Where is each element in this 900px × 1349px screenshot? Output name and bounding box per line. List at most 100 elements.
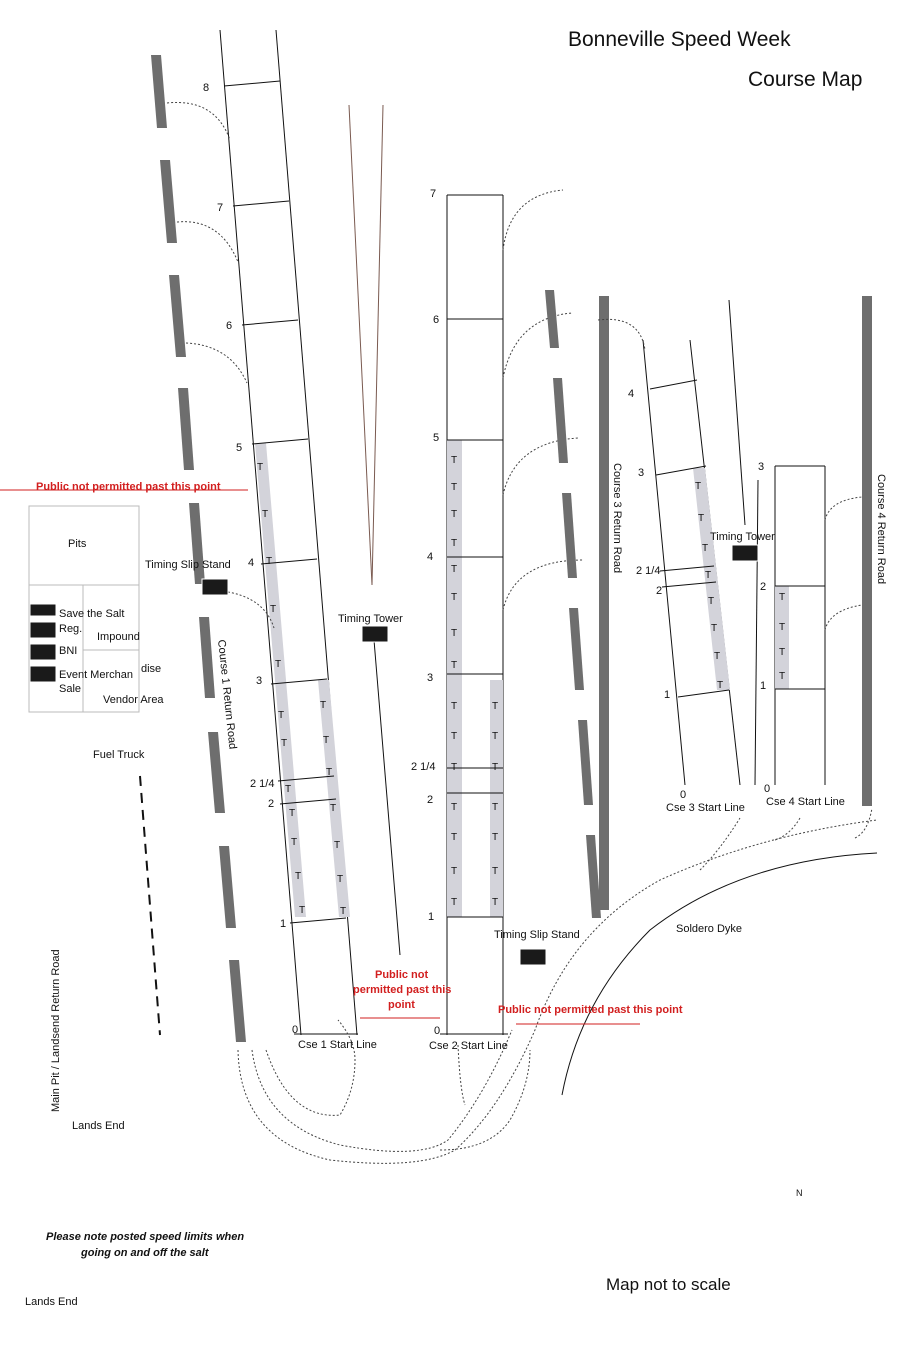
timing-light-label: T	[323, 735, 329, 746]
course1-mile-marker: 1	[280, 918, 286, 930]
timing-light-label: T	[451, 564, 457, 575]
course2-mile-marker: 5	[433, 432, 439, 444]
timing-light-label: T	[326, 767, 332, 778]
public-not-permitted-c: Public not permitted past this point	[498, 1004, 683, 1016]
timing-slip-stand-2-label: Timing Slip Stand	[494, 929, 580, 941]
course4-markers: 3 2 1 0	[758, 461, 770, 795]
course3-return-road	[545, 290, 609, 918]
timing-light-label: T	[295, 871, 301, 882]
timing-light-label: T	[702, 543, 708, 554]
impound-label: Impound	[97, 631, 140, 643]
timing-light-label: T	[334, 840, 340, 851]
course2-mile-marker: 2 1/4	[411, 761, 435, 773]
timing-slip-stand-1-label: Timing Slip Stand	[145, 559, 231, 571]
course4-timing-lane	[775, 586, 789, 689]
course1-mile-marker: 3	[256, 675, 262, 687]
timing-light-label: T	[451, 455, 457, 466]
course2-timing-lane-a	[447, 440, 462, 917]
timing-light-label: T	[451, 866, 457, 877]
timing-light-label: T	[492, 832, 498, 843]
timing-light-label: T	[275, 659, 281, 670]
course4-timing-lights: T T T T	[779, 592, 785, 682]
timing-light-label: T	[451, 701, 457, 712]
lands-end-label-bottom: Lands End	[25, 1296, 78, 1308]
timing-light-label: T	[698, 513, 704, 524]
timing-light-label: T	[779, 647, 785, 658]
timing-light-label: T	[320, 700, 326, 711]
course2	[440, 189, 584, 1035]
course1-mile-marker: 6	[226, 320, 232, 332]
course4-mile-marker: 0	[764, 783, 770, 795]
timing-light-label: T	[451, 802, 457, 813]
timing-light-label: T	[492, 866, 498, 877]
course2-mile-marker: 1	[428, 911, 434, 923]
course2-mile-marker: 0	[434, 1025, 440, 1037]
timing-tower-1-box	[361, 625, 389, 643]
timing-tower-1-label: Timing Tower	[338, 613, 403, 625]
course4-mile-marker: 3	[758, 461, 764, 473]
course1-mile-marker: 7	[217, 202, 223, 214]
course4	[754, 296, 872, 806]
course2-mile-marker: 4	[427, 551, 433, 563]
course3-mile-marker: 2	[656, 585, 662, 597]
course2-timing-lights: T T T T T T T T T T T T T T T T T T T T …	[451, 455, 498, 908]
public-not-permitted-b-1: Public not	[375, 969, 429, 981]
map-title: Bonneville Speed Week	[568, 28, 791, 51]
registration-box	[29, 621, 57, 639]
course4-return-road-label: Course 4 Return Road	[875, 474, 887, 584]
timing-light-label: T	[340, 906, 346, 917]
course2-markers: 7 6 5 4 3 2 1/4 2 1 0	[411, 188, 440, 1037]
timing-light-label: T	[714, 651, 720, 662]
timing-light-label: T	[451, 482, 457, 493]
vendor-area-label: Vendor Area	[103, 694, 164, 706]
timing-light-label: T	[492, 701, 498, 712]
approach-lines	[348, 104, 401, 956]
event-merchandise-label: Event Merchan	[59, 669, 133, 681]
pits-label: Pits	[68, 538, 87, 550]
course3-mile-marker: 0	[680, 789, 686, 801]
timing-light-label: T	[451, 897, 457, 908]
timing-light-label: T	[779, 671, 785, 682]
soldero-dyke-label: Soldero Dyke	[676, 923, 742, 935]
course2-timing-lane-b	[490, 680, 503, 917]
timing-light-label: T	[266, 556, 272, 567]
timing-light-label: T	[289, 808, 295, 819]
timing-light-label: T	[330, 803, 336, 814]
timing-light-label: T	[717, 680, 723, 691]
registration-label: Reg.	[59, 623, 82, 635]
cse3-start-line-label: Cse 3 Start Line	[666, 802, 745, 814]
fuel-truck-label: Fuel Truck	[93, 749, 145, 761]
timing-light-label: T	[291, 837, 297, 848]
course3-timing-lights: T T T T T T T T	[695, 481, 723, 691]
timing-light-label: T	[695, 481, 701, 492]
timing-tower-3-label: Timing Tower	[710, 531, 775, 543]
cse2-start-line-label: Cse 2 Start Line	[429, 1040, 508, 1052]
course1-mile-marker: 2	[268, 798, 274, 810]
speed-limit-note-1: Please note posted speed limits when	[46, 1231, 244, 1243]
timing-light-label: T	[492, 731, 498, 742]
timing-light-label: T	[451, 538, 457, 549]
event-merchandise-label-cont: dise	[141, 663, 161, 675]
bni-box	[29, 643, 57, 661]
course1-mile-marker: 8	[203, 82, 209, 94]
public-not-permitted-b-2: permitted past this	[353, 984, 451, 996]
timing-light-label: T	[285, 784, 291, 795]
timing-light-label: T	[451, 660, 457, 671]
timing-light-label: T	[779, 622, 785, 633]
timing-light-label: T	[281, 738, 287, 749]
public-not-permitted-a: Public not permitted past this point	[36, 481, 221, 493]
save-the-salt-box	[29, 603, 57, 617]
timing-light-label: T	[492, 897, 498, 908]
course2-mile-marker: 3	[427, 672, 433, 684]
timing-light-label: T	[492, 802, 498, 813]
course3-mile-marker: 1	[664, 689, 670, 701]
lands-end-label: Lands End	[72, 1120, 125, 1132]
course2-mile-marker: 7	[430, 188, 436, 200]
course1-return-road-label: Course 1 Return Road	[215, 639, 238, 750]
not-to-scale-label: Map not to scale	[606, 1275, 731, 1294]
timing-slip-stand-2-box	[519, 948, 547, 966]
timing-light-label: T	[257, 462, 263, 473]
course4-mile-marker: 1	[760, 680, 766, 692]
course3	[597, 299, 746, 786]
pit-area	[28, 505, 140, 713]
